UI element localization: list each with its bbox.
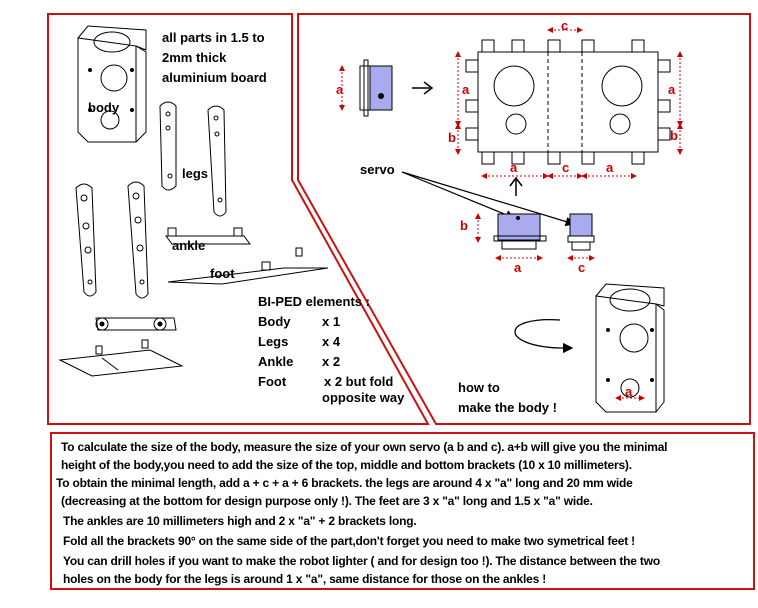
- element-name-ankle: Ankle: [258, 354, 293, 369]
- dim-b-left-label: b: [448, 130, 456, 145]
- servo-pointer-2: [401, 171, 576, 227]
- instruction-line-4: (decreasing at the bottom for design pur…: [61, 494, 593, 508]
- body-flat-pattern: [465, 39, 671, 165]
- element-qty-ankle: x 2: [322, 354, 340, 369]
- element-name-legs: Legs: [258, 334, 288, 349]
- foot-drawing: [58, 247, 329, 377]
- dim-a-bottom-2-label: a: [606, 160, 614, 175]
- instructions-box: To calculate the size of the body, measu…: [50, 432, 755, 590]
- fold-arrow: [514, 319, 574, 354]
- servo-front-view: [493, 213, 547, 250]
- dim-a-servo-front-label: a: [514, 260, 522, 275]
- servo-end-view: [567, 213, 595, 251]
- instruction-line-6: Fold all the brackets 90° on the same si…: [63, 534, 635, 548]
- dim-a-folded-label: a: [625, 384, 633, 399]
- arrow-up: [509, 176, 523, 196]
- legs-label: legs: [182, 166, 208, 181]
- dim-c-servo-label: c: [578, 260, 585, 275]
- ankle-drawing: [95, 227, 251, 331]
- dim-c-top-label: c: [561, 18, 568, 33]
- how-to-line-2: make the body !: [458, 400, 557, 415]
- elements-title: BI-PED elements :: [258, 294, 370, 309]
- parts-panel-border: [47, 13, 430, 425]
- servo-pointer-1: [401, 171, 516, 220]
- servo-panel-border: [297, 13, 751, 425]
- dim-b-servo-label: b: [460, 218, 468, 233]
- arrow-right: [412, 81, 434, 95]
- servo-side-view: [359, 59, 393, 117]
- instruction-line-2: height of the body,you need to add the s…: [61, 458, 632, 472]
- instruction-line-1: To calculate the size of the body, measu…: [61, 440, 668, 454]
- dim-a-right-label: a: [668, 82, 676, 97]
- instruction-line-3: To obtain the minimal length, add a + c …: [56, 476, 633, 490]
- element-qty-legs: x 4: [322, 334, 341, 349]
- legs-drawing: [75, 101, 227, 299]
- instruction-line-7: You can drill holes if you want to make …: [63, 554, 660, 568]
- element-name-foot: Foot: [258, 374, 287, 389]
- servo-label: servo: [360, 162, 395, 177]
- intro-line-1: all parts in 1.5 to: [162, 30, 265, 45]
- body-part-drawing: [77, 25, 147, 143]
- body-label: body: [88, 100, 120, 115]
- element-qty-body: x 1: [322, 314, 340, 329]
- dim-a-left-label: a: [462, 82, 470, 97]
- instruction-line-8: holes on the body for the legs is around…: [63, 572, 547, 586]
- element-foot-note: opposite way: [322, 390, 405, 405]
- element-qty-foot: x 2 but fold: [324, 374, 393, 389]
- folded-body-drawing: [595, 283, 665, 413]
- dim-b-right-label: b: [670, 128, 678, 143]
- intro-line-2: 2mm thick: [162, 50, 227, 65]
- dim-c-bottom-label: c: [562, 160, 569, 175]
- instruction-line-5: The ankles are 10 millimeters high and 2…: [63, 514, 417, 528]
- dim-a-servo-label: a: [336, 82, 344, 97]
- intro-line-3: aluminium board: [162, 70, 267, 85]
- how-to-line-1: how to: [458, 380, 500, 395]
- element-name-body: Body: [258, 314, 291, 329]
- dim-a-bottom-1-label: a: [510, 160, 518, 175]
- foot-label: foot: [210, 266, 235, 281]
- ankle-label: ankle: [172, 238, 205, 253]
